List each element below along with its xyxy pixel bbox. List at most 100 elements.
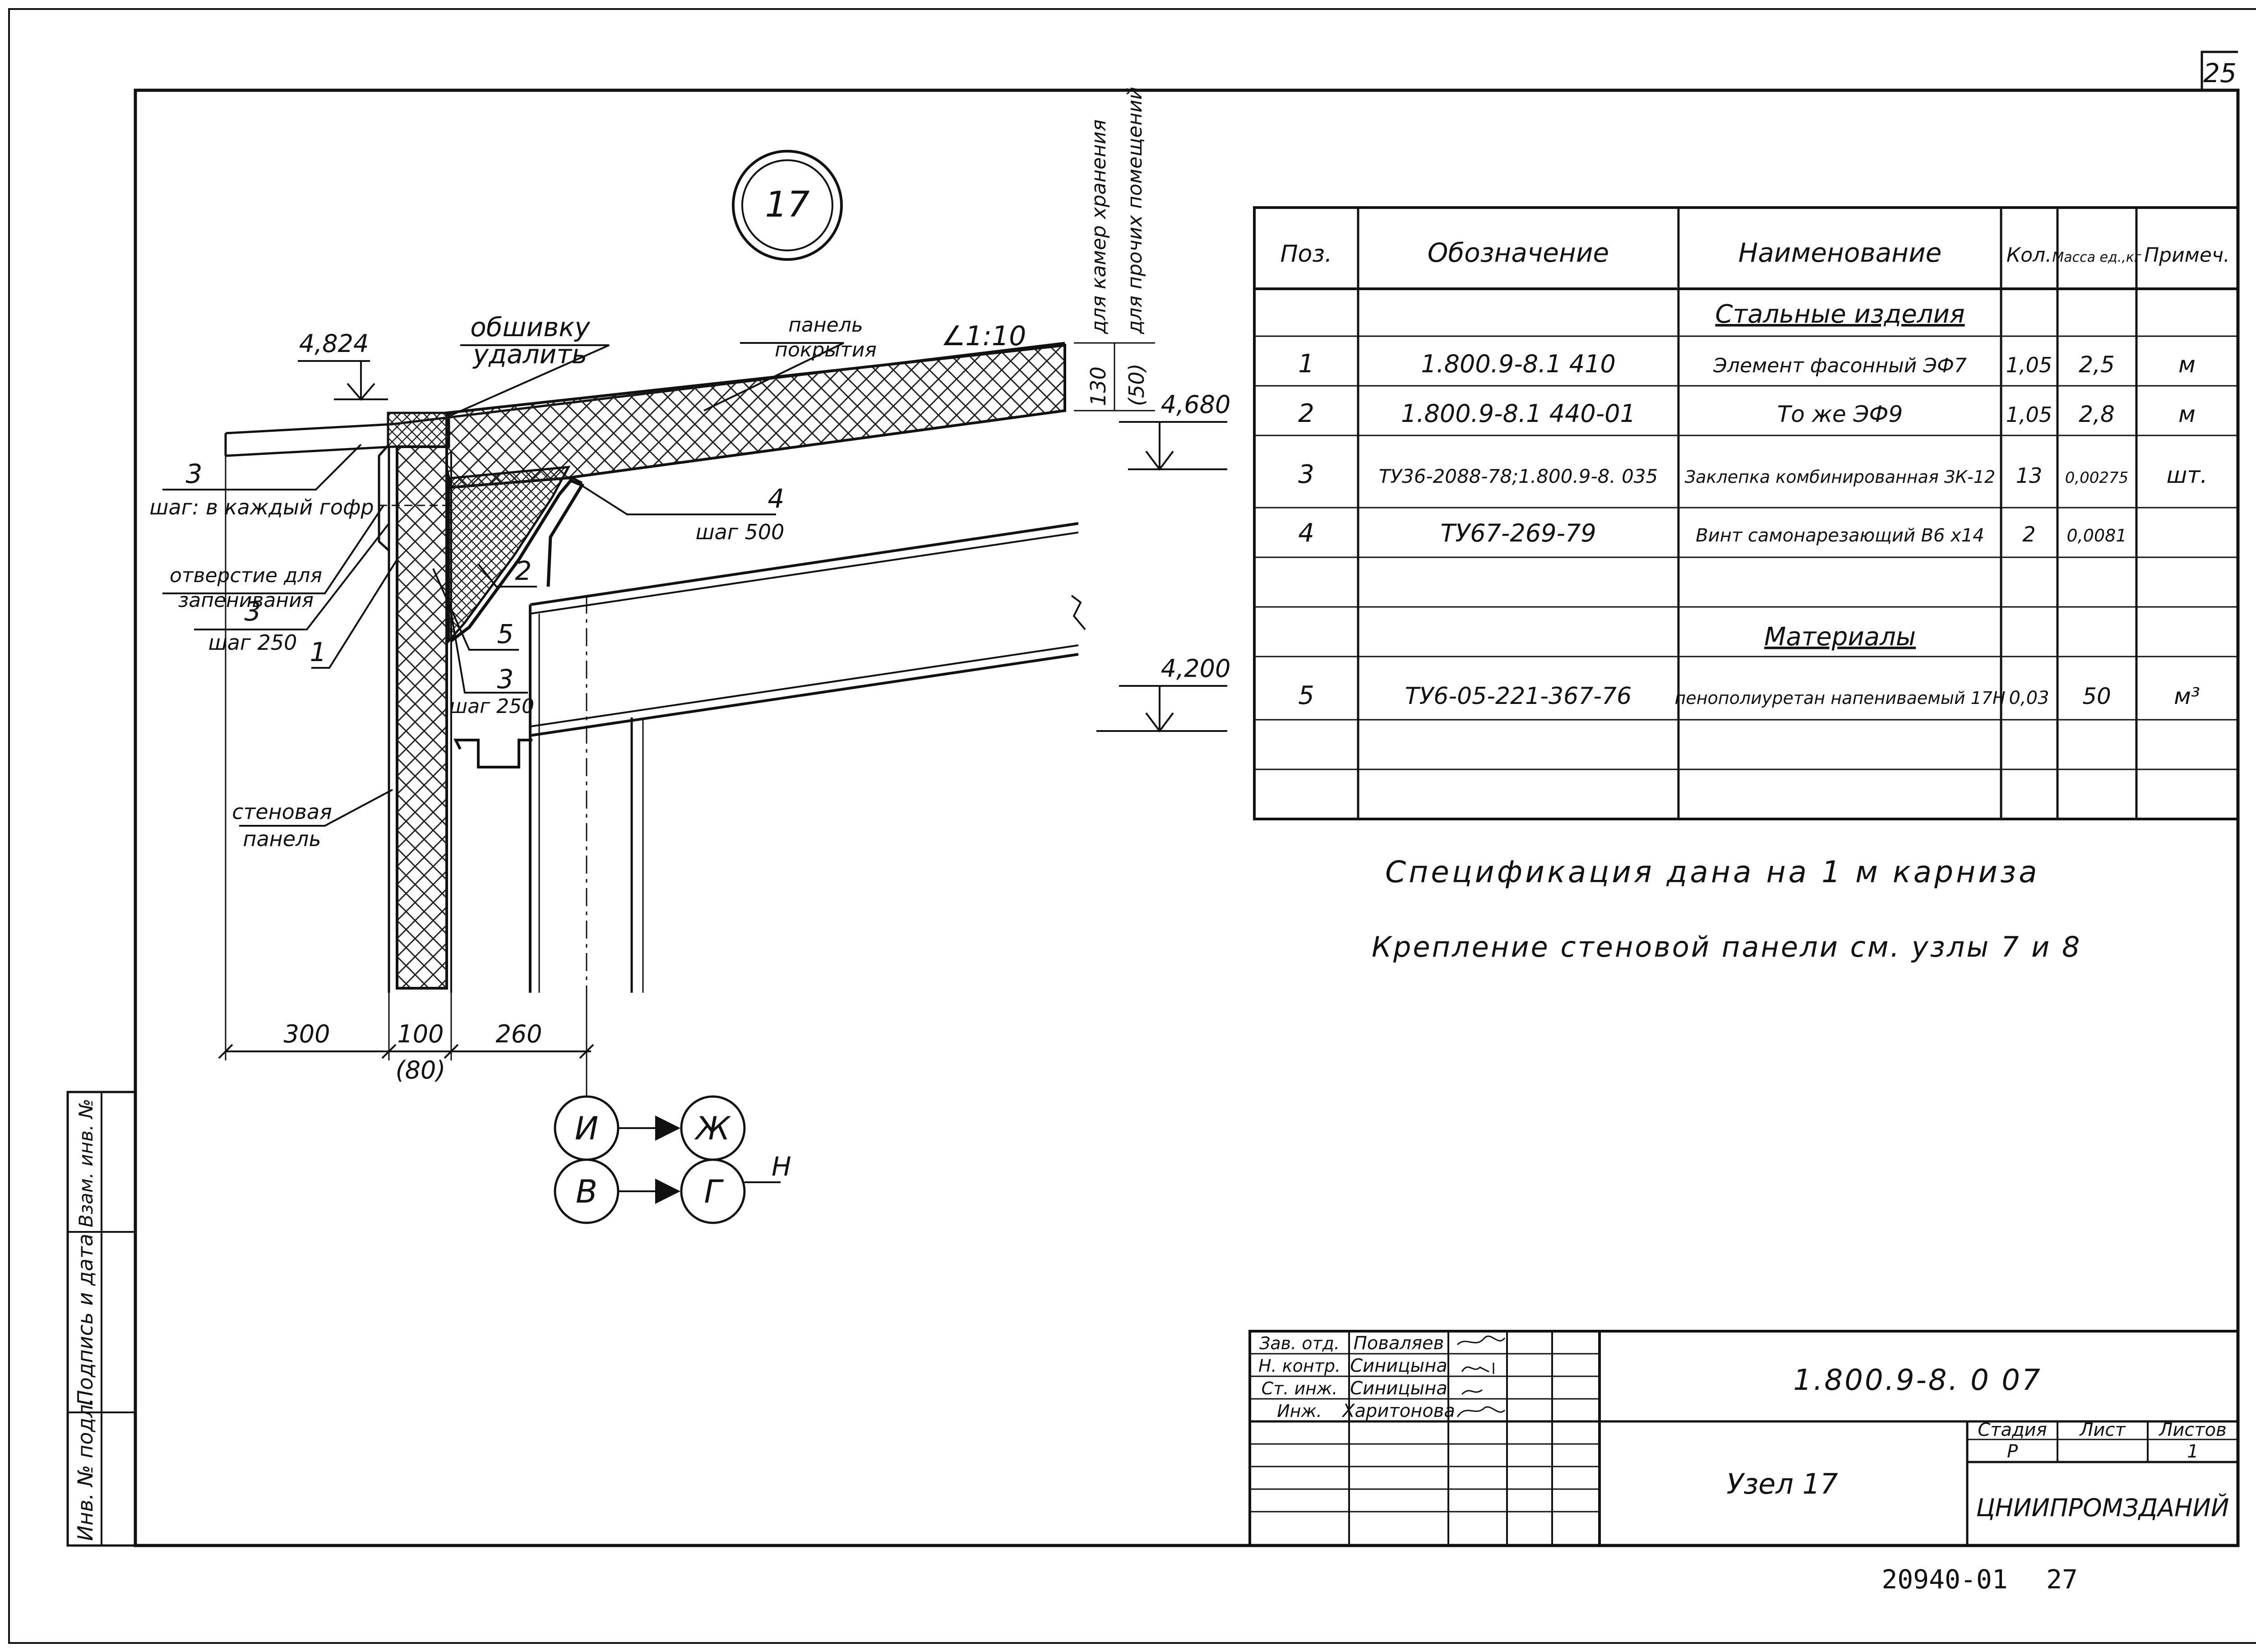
- dim-260: 260: [495, 1020, 542, 1048]
- archive-number: 20940-01: [1882, 1564, 2007, 1595]
- axis-zh: Ж: [694, 1110, 731, 1147]
- page-number: 27: [2046, 1564, 2078, 1595]
- label-roof-panel-2: покрытия: [775, 338, 877, 361]
- label-step-every-corrugation: шаг: в каждый гофр: [149, 495, 374, 519]
- svg-text:Зав. отд.: Зав. отд.: [1259, 1333, 1340, 1353]
- node-marker: 17: [732, 150, 843, 261]
- label-step-250-b: шаг 250: [449, 695, 534, 718]
- side-stamp: Инв. № подл. Подпись и дата Взам. инв. №: [66, 1091, 137, 1547]
- wall-panel: [396, 445, 448, 990]
- svg-text:Листов: Листов: [2158, 1420, 2226, 1440]
- elevation-eave: 4,680: [1119, 390, 1230, 471]
- note-other-rooms: для прочих помещений: [1123, 87, 1146, 334]
- label-remove-cladding-2: удалить: [472, 339, 587, 370]
- label-roof-panel-1: панель: [788, 314, 863, 337]
- label-pos1: 1: [310, 637, 327, 667]
- svg-text:Инв. № подл.: Инв. № подл.: [73, 1398, 97, 1541]
- svg-text:1.800.9-8.1 440-01: 1.800.9-8.1 440-01: [1401, 399, 1636, 428]
- svg-text:Синицына: Синицына: [1350, 1378, 1447, 1399]
- note-fastening: Крепление стеновой панели см. узлы 7 и 8: [1372, 930, 2081, 963]
- eave-detail: 300 100 (80) 260 4,824 4,680 4,200: [149, 87, 1231, 1224]
- note-spec: Спецификация дана на 1 м карниза: [1385, 855, 2040, 889]
- elevation-top: 4,824: [298, 329, 388, 401]
- svg-text:13: 13: [2016, 463, 2043, 488]
- axis-g: Г: [704, 1173, 724, 1210]
- svg-text:ТУ36-2088-78;1.800.9-8. 035: ТУ36-2088-78;1.800.9-8. 035: [1379, 465, 1658, 487]
- label-remove-cladding-1: обшивку: [470, 312, 590, 342]
- table-row: 1 1.800.9-8.1 410 Элемент фасонный ЭФ7 1…: [1298, 349, 2196, 379]
- title-block: Зав. отд. Н. контр. Ст. инж. Инж. Поваля…: [1248, 1330, 2239, 1547]
- th-qty: Кол.: [2006, 244, 2052, 267]
- axis-markers: И Ж В Г Н: [554, 1095, 791, 1224]
- signature: [1456, 1335, 1506, 1346]
- svg-text:2: 2: [2022, 522, 2035, 546]
- label-pos2: 2: [515, 555, 532, 586]
- section-materials: Материалы: [1764, 622, 1916, 652]
- svg-text:Заклепка комбинированная ЗК-12: Заклепка комбинированная ЗК-12: [1685, 467, 1995, 487]
- svg-text:Синицына: Синицына: [1350, 1356, 1447, 1376]
- foam-filling: [448, 466, 571, 644]
- dim-130: 130: [1086, 366, 1110, 406]
- axis-n: Н: [772, 1151, 791, 1182]
- label-pos3-c: 3: [497, 664, 514, 694]
- svg-text:2: 2: [1298, 399, 1314, 428]
- label-pos3-a: 3: [186, 458, 203, 489]
- signature: [1456, 1406, 1506, 1417]
- th-note: Примеч.: [2144, 244, 2230, 267]
- label-slope: ∠1:10: [941, 320, 1026, 352]
- dim-300: 300: [283, 1020, 330, 1048]
- eave-foam-block: [387, 412, 450, 448]
- svg-text:3: 3: [1298, 460, 1314, 489]
- table-row: 5 ТУ6-05-221-367-76 пенополиуретан напен…: [1298, 681, 2200, 710]
- svg-text:ТУ67-269-79: ТУ67-269-79: [1440, 519, 1596, 547]
- note-cold-storage: для камер хранения: [1087, 120, 1110, 334]
- svg-text:0,00275: 0,00275: [2065, 469, 2129, 487]
- node-number: 17: [765, 185, 809, 225]
- label-wall-panel-2: панель: [243, 827, 321, 851]
- svg-text:5: 5: [1298, 681, 1314, 710]
- th-code: Обозначение: [1428, 237, 1609, 268]
- sheet-number-box: [2201, 51, 2238, 90]
- beam-top-flange: [530, 522, 1079, 606]
- document-title: Узел 17: [1726, 1467, 1838, 1500]
- svg-text:Элемент фасонный ЭФ7: Элемент фасонный ЭФ7: [1713, 354, 1967, 377]
- svg-text:Взам. инв. №: Взам. инв. №: [75, 1099, 97, 1227]
- svg-text:2,5: 2,5: [2079, 352, 2115, 378]
- svg-text:Ст. инж.: Ст. инж.: [1262, 1379, 1338, 1398]
- svg-text:м: м: [2178, 401, 2196, 427]
- organization: ЦНИИПРОМЗДАНИЙ: [1976, 1494, 2229, 1522]
- table-row: 4 ТУ67-269-79 Винт самонарезающий В6 х14…: [1298, 518, 2127, 548]
- svg-text:4,200: 4,200: [1161, 654, 1231, 683]
- svg-text:0,0081: 0,0081: [2067, 526, 2127, 546]
- label-hole-2: запенивания: [178, 589, 314, 612]
- svg-text:50: 50: [2082, 683, 2111, 709]
- label-step-500: шаг 500: [696, 520, 785, 544]
- svg-text:Подпись и дата: Подпись и дата: [73, 1234, 97, 1406]
- svg-text:пенополиуретан напениваемый 17: пенополиуретан напениваемый 17Н: [1674, 688, 2005, 708]
- sheet-number: 25: [2203, 58, 2237, 88]
- section-steel: Стальные изделия: [1715, 300, 1965, 329]
- svg-text:1.800.9-8.1 410: 1.800.9-8.1 410: [1421, 350, 1616, 378]
- svg-text:Инж.: Инж.: [1277, 1401, 1322, 1421]
- svg-text:0,03: 0,03: [2009, 688, 2049, 708]
- svg-text:1,05: 1,05: [2006, 353, 2052, 377]
- label-wall-panel-1: стеновая: [232, 800, 332, 824]
- svg-text:Р: Р: [2007, 1441, 2018, 1462]
- svg-text:4: 4: [1298, 518, 1314, 548]
- svg-text:м: м: [2178, 352, 2196, 378]
- label-hole-1: отверстие для: [170, 564, 322, 587]
- axis-i: И: [575, 1110, 598, 1147]
- th-name: Наименование: [1738, 237, 1942, 268]
- svg-text:Винт самонарезающий В6 х14: Винт самонарезающий В6 х14: [1696, 525, 1984, 546]
- dim-100: 100: [397, 1020, 444, 1048]
- table-row: 2 1.800.9-8.1 440-01 То же ЭФ9 1,05 2,8 …: [1298, 399, 2196, 428]
- th-pos: Поз.: [1280, 241, 1332, 268]
- elevation-lower: 4,200: [1096, 654, 1231, 733]
- specification-table: Поз. Обозначение Наименование Кол. Масса…: [1253, 206, 2239, 820]
- label-pos3-b: 3: [245, 596, 261, 627]
- dim-80: (80): [396, 1056, 446, 1084]
- svg-text:2,8: 2,8: [2079, 401, 2115, 427]
- svg-text:Н. контр.: Н. контр.: [1258, 1356, 1341, 1376]
- svg-text:м³: м³: [2174, 683, 2200, 709]
- svg-text:Стадия: Стадия: [1978, 1420, 2047, 1440]
